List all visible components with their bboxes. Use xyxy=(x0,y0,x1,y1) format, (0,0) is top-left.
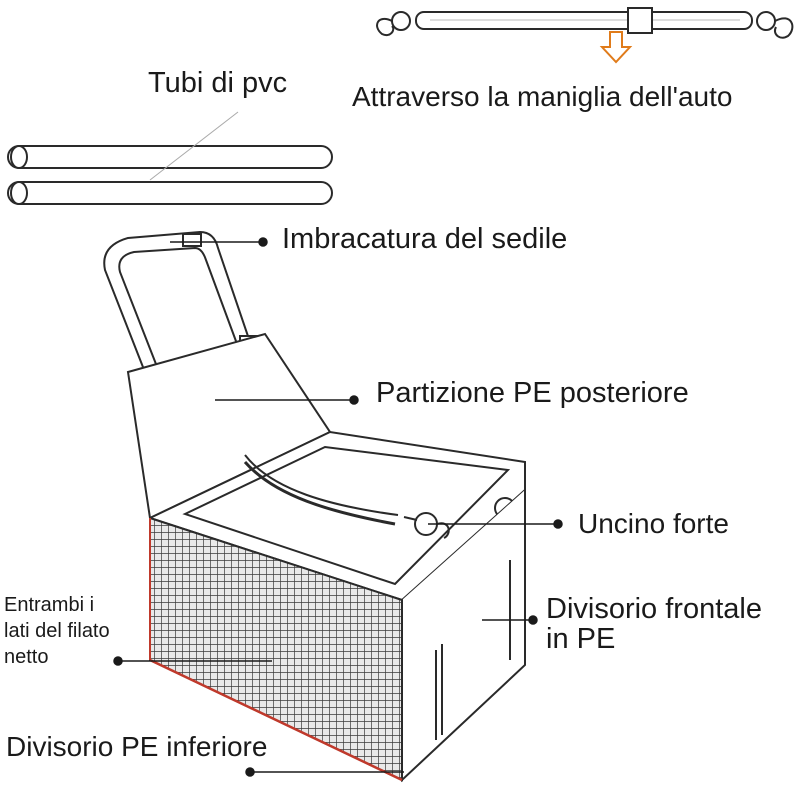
label-strong-hook: Uncino forte xyxy=(578,508,729,539)
label-seat-harness: Imbracatura del sedile xyxy=(282,223,568,255)
leader-lines xyxy=(113,237,563,777)
pvc-pipes xyxy=(7,145,333,205)
label-car-handle: Attraverso la maniglia dell'auto xyxy=(352,81,733,112)
label-mesh-sides-line3: netto xyxy=(4,646,49,668)
label-bottom-divider: Divisorio PE inferiore xyxy=(6,731,268,762)
label-mesh-sides-line2: lati del filato xyxy=(4,620,110,642)
down-arrow xyxy=(599,31,633,64)
label-front-divider-line1: Divisorio frontale xyxy=(546,593,762,625)
handle-strap xyxy=(376,7,794,39)
box-body xyxy=(149,430,526,783)
pvc-pointer xyxy=(149,111,239,181)
label-rear-partition: Partizione PE posteriore xyxy=(376,377,689,409)
label-mesh-sides-line1: Entrambi i xyxy=(4,594,95,616)
label-front-divider-line2: in PE xyxy=(546,623,616,655)
label-pvc-pipes: Tubi di pvc xyxy=(148,67,288,99)
mesh-edge xyxy=(149,658,403,782)
